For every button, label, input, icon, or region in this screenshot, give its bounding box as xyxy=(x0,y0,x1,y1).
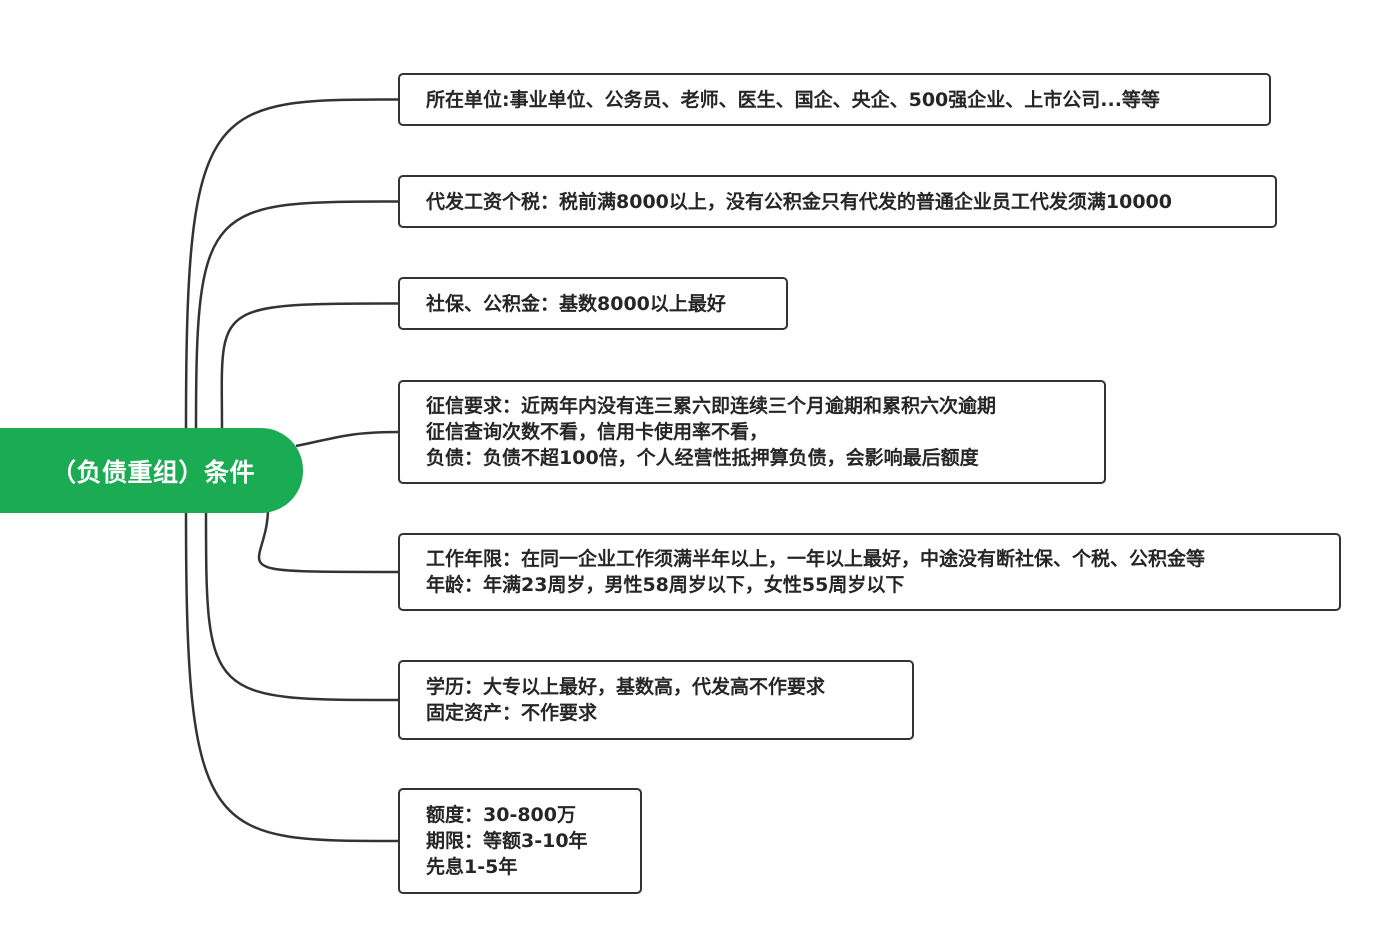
branch-node-social-security[interactable]: 社保、公积金：基数8000以上最好 xyxy=(398,277,788,330)
node-text-line: 学历：大专以上最好，基数高，代发高不作要求 xyxy=(426,676,826,698)
root-node[interactable]: （负债重组）条件 xyxy=(0,428,303,513)
branch-node-salary-tax[interactable]: 代发工资个税：税前满8000以上，没有公积金只有代发的普通企业员工代发须满100… xyxy=(398,175,1277,228)
node-text-line: 所在单位:事业单位、公务员、老师、医生、国企、央企、500强企业、上市公司...… xyxy=(426,88,1160,111)
node-text-line: 代发工资个税：税前满8000以上，没有公积金只有代发的普通企业员工代发须满100… xyxy=(426,190,1172,213)
connector-line xyxy=(184,512,399,843)
branch-node-employer[interactable]: 所在单位:事业单位、公务员、老师、医生、国企、央企、500强企业、上市公司...… xyxy=(398,73,1271,126)
node-text-line: 负债：负债不超100倍，个人经营性抵押算负债，会影响最后额度 xyxy=(426,447,979,469)
node-text-line: 年龄：年满23周岁，男性58周岁以下，女性55周岁以下 xyxy=(426,574,905,596)
node-text-line: 先息1-5年 xyxy=(426,856,518,878)
node-text-line: 额度：30-800万 xyxy=(426,804,576,826)
node-text-line: 固定资产：不作要求 xyxy=(426,702,598,724)
node-text-line: 征信要求：近两年内没有连三累六即连续三个月逾期和累积六次逾期 xyxy=(426,395,997,417)
connector-line xyxy=(257,507,399,574)
connector-line xyxy=(204,512,399,702)
connector-line xyxy=(194,200,399,429)
connector-line xyxy=(295,430,399,448)
branch-node-education[interactable]: 学历：大专以上最好，基数高，代发高不作要求 固定资产：不作要求 xyxy=(398,660,914,740)
node-text-line: 期限：等额3-10年 xyxy=(426,830,588,852)
branch-node-amount-term[interactable]: 额度：30-800万 期限：等额3-10年 先息1-5年 xyxy=(398,788,642,894)
root-label: （负债重组）条件 xyxy=(50,457,255,487)
connector-line xyxy=(220,302,399,431)
node-text-line: 征信查询次数不看，信用卡使用率不看， xyxy=(426,421,769,443)
branch-node-credit[interactable]: 征信要求：近两年内没有连三累六即连续三个月逾期和累积六次逾期 征信查询次数不看，… xyxy=(398,380,1106,484)
node-text-line: 工作年限：在同一企业工作须满半年以上，一年以上最好，中途没有断社保、个税、公积金… xyxy=(426,548,1206,570)
connector-line xyxy=(184,98,399,429)
node-text-line: 社保、公积金：基数8000以上最好 xyxy=(426,292,726,315)
branch-node-work-age[interactable]: 工作年限：在同一企业工作须满半年以上，一年以上最好，中途没有断社保、个税、公积金… xyxy=(398,533,1341,611)
